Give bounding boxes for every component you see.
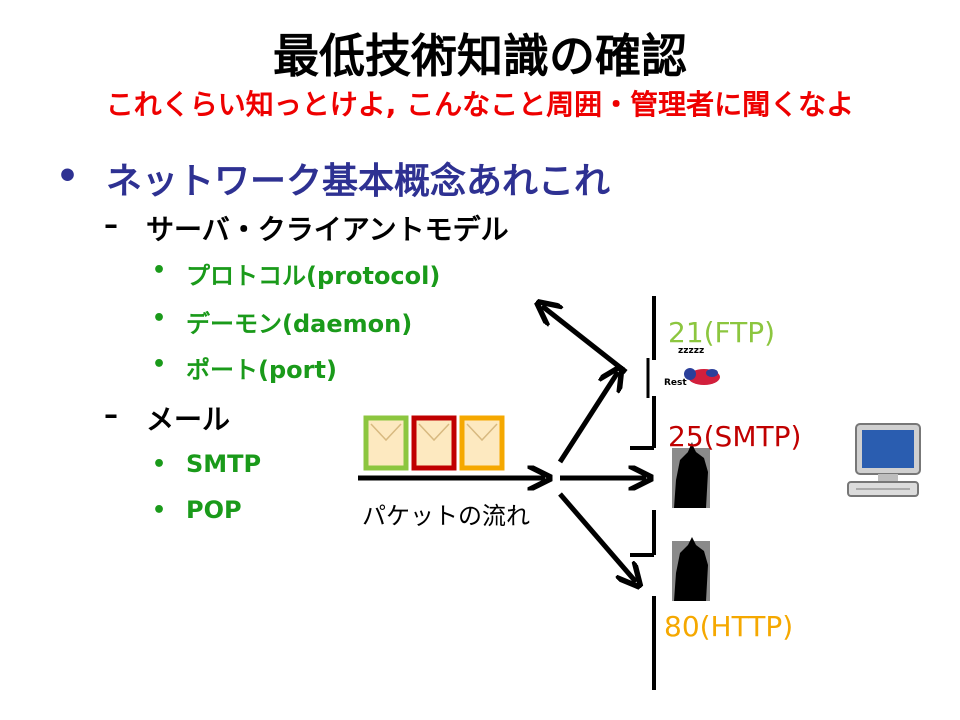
- daemon-silhouette-icon: [672, 442, 710, 508]
- arrow-rejected: [542, 306, 628, 374]
- sleeping-daemon-icon: [684, 368, 720, 385]
- arrow-to-http: [558, 492, 636, 582]
- item-protocol: プロトコル(protocol): [186, 262, 441, 290]
- bullet-network-concepts: ネットワーク基本概念あれこれ: [106, 161, 611, 202]
- subbullet-mail: メール: [146, 403, 231, 436]
- packet-ftp: [363, 415, 409, 471]
- envelope-icon: [418, 423, 450, 442]
- subitem-marker: •: [152, 258, 167, 283]
- port-smtp-label: 25(SMTP): [668, 420, 802, 453]
- subitem-marker: •: [152, 306, 167, 331]
- item-port: ポート(port): [186, 356, 337, 384]
- envelope-icon: [370, 423, 402, 442]
- item-daemon: デーモン(daemon): [186, 310, 413, 338]
- packet-flow-label: パケットの流れ: [362, 502, 530, 530]
- item-smtp: SMTP: [186, 450, 262, 478]
- computer-icon: [847, 423, 921, 497]
- sleep-zz-label: zzzzz: [678, 346, 705, 356]
- subitem-marker: •: [152, 452, 167, 477]
- port-ftp-label: 21(FTP): [668, 316, 776, 349]
- port-http-label: 80(HTTP): [664, 610, 794, 643]
- subitem-marker: •: [152, 498, 167, 523]
- dash-marker: –: [104, 398, 118, 431]
- packet-smtp: [411, 415, 457, 471]
- packet-http: [459, 415, 505, 471]
- daemon-silhouette-icon: [672, 537, 710, 601]
- rest-label: Rest: [664, 378, 687, 388]
- subitem-marker: •: [152, 352, 167, 377]
- dash-marker: –: [104, 208, 118, 241]
- item-pop: POP: [186, 496, 242, 524]
- arrow-to-ftp: [557, 372, 618, 464]
- subbullet-server-client: サーバ・クライアントモデル: [146, 213, 509, 246]
- envelope-icon: [466, 423, 498, 442]
- server-wall: [630, 296, 656, 690]
- slide-title: 最低技術知識の確認: [273, 29, 687, 83]
- slide-subtitle: これくらい知っとけよ, こんなこと周囲・管理者に聞くなよ: [105, 88, 855, 121]
- bullet-marker: •: [56, 156, 80, 197]
